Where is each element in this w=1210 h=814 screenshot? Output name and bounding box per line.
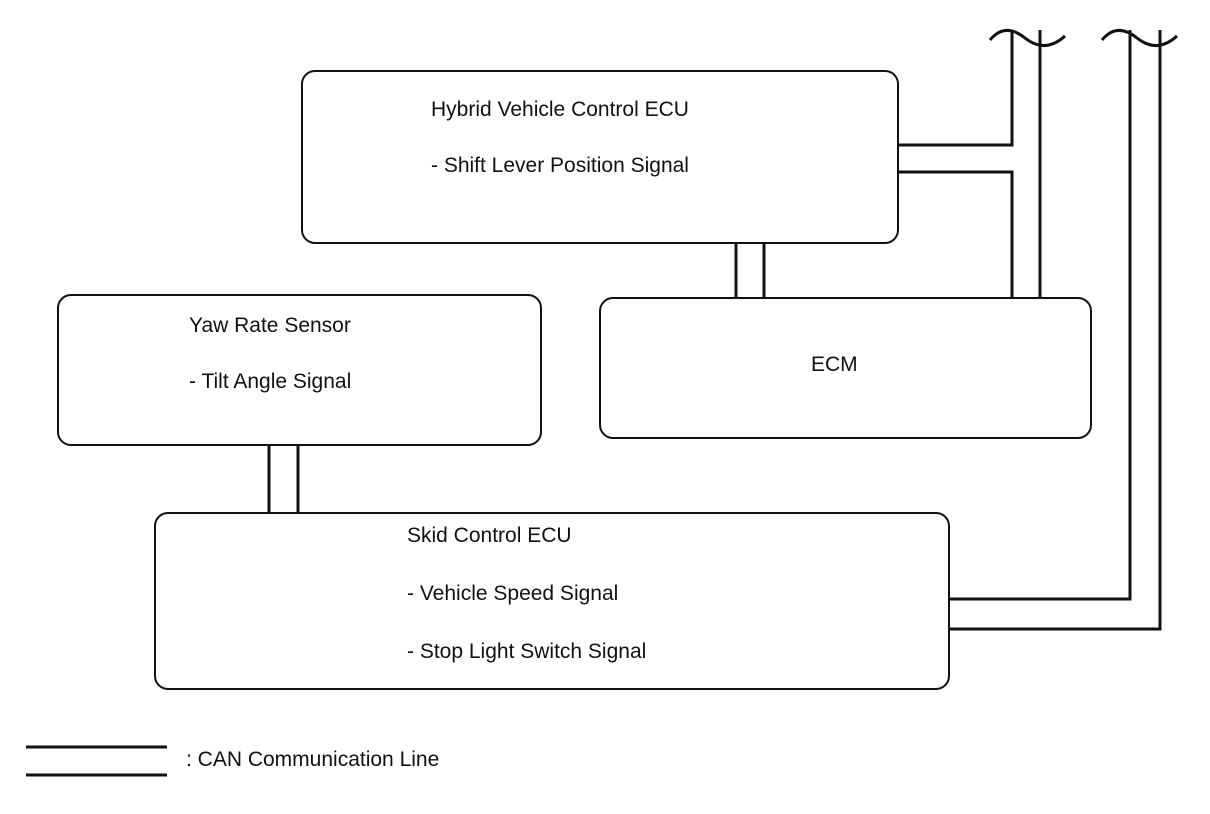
ecm-box: ECM	[599, 297, 1092, 439]
can-line-hv-upper	[899, 30, 1014, 147]
yaw-sensor-signal: - Tilt Angle Signal	[189, 370, 352, 393]
can-line-skid-upper	[950, 30, 1132, 601]
wire-break-left	[988, 29, 1067, 47]
legend-can-line-symbol	[26, 745, 167, 777]
hv-ecu-signal: - Shift Lever Position Signal	[431, 154, 689, 177]
legend-label: : CAN Communication Line	[186, 748, 440, 771]
can-line-hv-lower	[899, 170, 1014, 297]
hybrid-vehicle-control-ecu-box: Hybrid Vehicle Control ECU - Shift Lever…	[301, 70, 899, 244]
can-line-skid-lower	[950, 30, 1162, 631]
wire-break-right	[1100, 29, 1179, 47]
skid-ecu-signal-stop-light: - Stop Light Switch Signal	[407, 640, 647, 663]
skid-control-ecu-box: Skid Control ECU - Vehicle Speed Signal …	[154, 512, 950, 690]
ecm-title: ECM	[811, 353, 858, 376]
yaw-rate-sensor-box: Yaw Rate Sensor - Tilt Angle Signal	[57, 294, 542, 446]
skid-ecu-signal-speed: - Vehicle Speed Signal	[407, 582, 619, 605]
yaw-sensor-title: Yaw Rate Sensor	[189, 314, 351, 337]
hv-ecu-title: Hybrid Vehicle Control ECU	[431, 98, 689, 121]
skid-ecu-title: Skid Control ECU	[407, 524, 572, 547]
